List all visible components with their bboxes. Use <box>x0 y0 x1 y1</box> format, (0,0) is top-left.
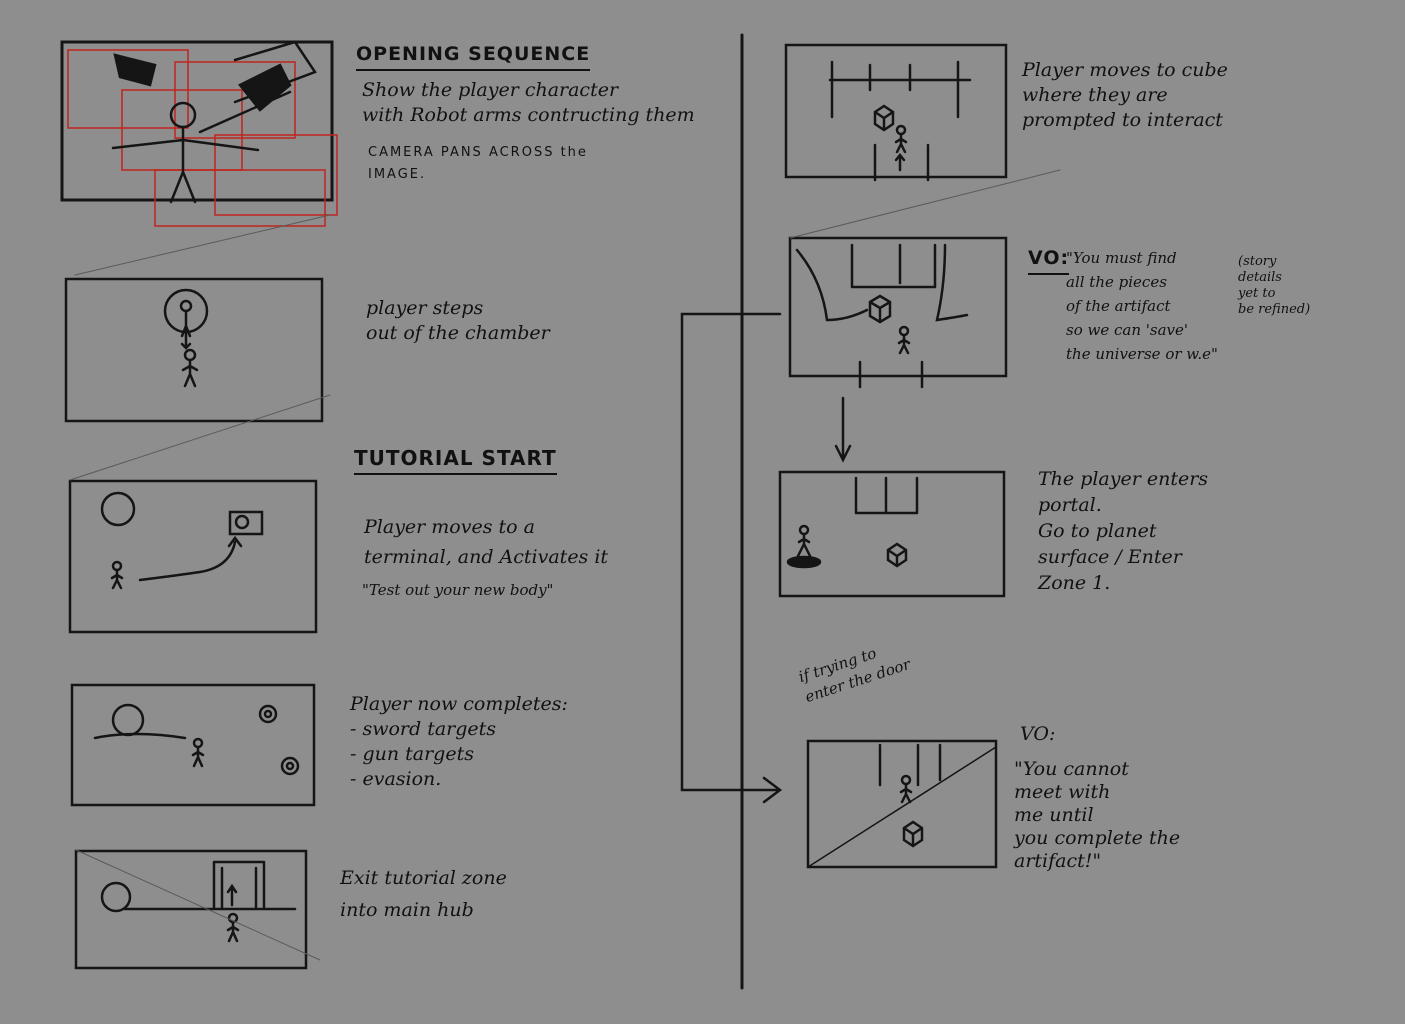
opening-sequence-text: Show the player character with Robot arm… <box>362 79 695 126</box>
terminal-quote: "Test out your new body" <box>362 581 554 599</box>
targets-caption: Player now completes: - sword targets - … <box>350 693 568 790</box>
chamber-caption: player steps out of the chamber <box>366 297 550 344</box>
panel-cube-prompt <box>784 43 1008 182</box>
panel-targets <box>70 683 316 807</box>
tutorial-start-title: TUTORIAL START <box>354 446 557 475</box>
panel-opening <box>60 40 338 227</box>
exit-caption: Exit tutorial zone into main hub <box>340 867 507 921</box>
story-details-aside: (story details yet to be refined) <box>1238 254 1311 317</box>
down-arrow <box>834 396 852 463</box>
vo-line-2: "You cannot meet with me until you compl… <box>1014 758 1181 872</box>
portal-caption: The player enters portal. Go to planet s… <box>1038 468 1209 594</box>
vo-label-2: VO: <box>1020 723 1056 745</box>
panel-exit <box>74 849 308 970</box>
vo-line-1: "You must find all the pieces of the art… <box>1066 249 1218 363</box>
panel-locked-door <box>806 739 998 869</box>
branch-connector <box>680 312 783 804</box>
opening-sequence-title: OPENING SEQUENCE <box>356 42 591 71</box>
panel-vo-room <box>788 236 1008 389</box>
panel-chamber <box>64 277 324 423</box>
panel-terminal <box>68 479 318 634</box>
vo-label-1: VO: <box>1028 246 1070 275</box>
terminal-caption: Player moves to a terminal, and Activate… <box>364 516 609 568</box>
panel-portal <box>778 470 1006 598</box>
cube-prompt-caption: Player moves to cube where they are prom… <box>1022 59 1228 131</box>
camera-pan-note: CAMERA PANS ACROSS the IMAGE. <box>368 145 588 182</box>
